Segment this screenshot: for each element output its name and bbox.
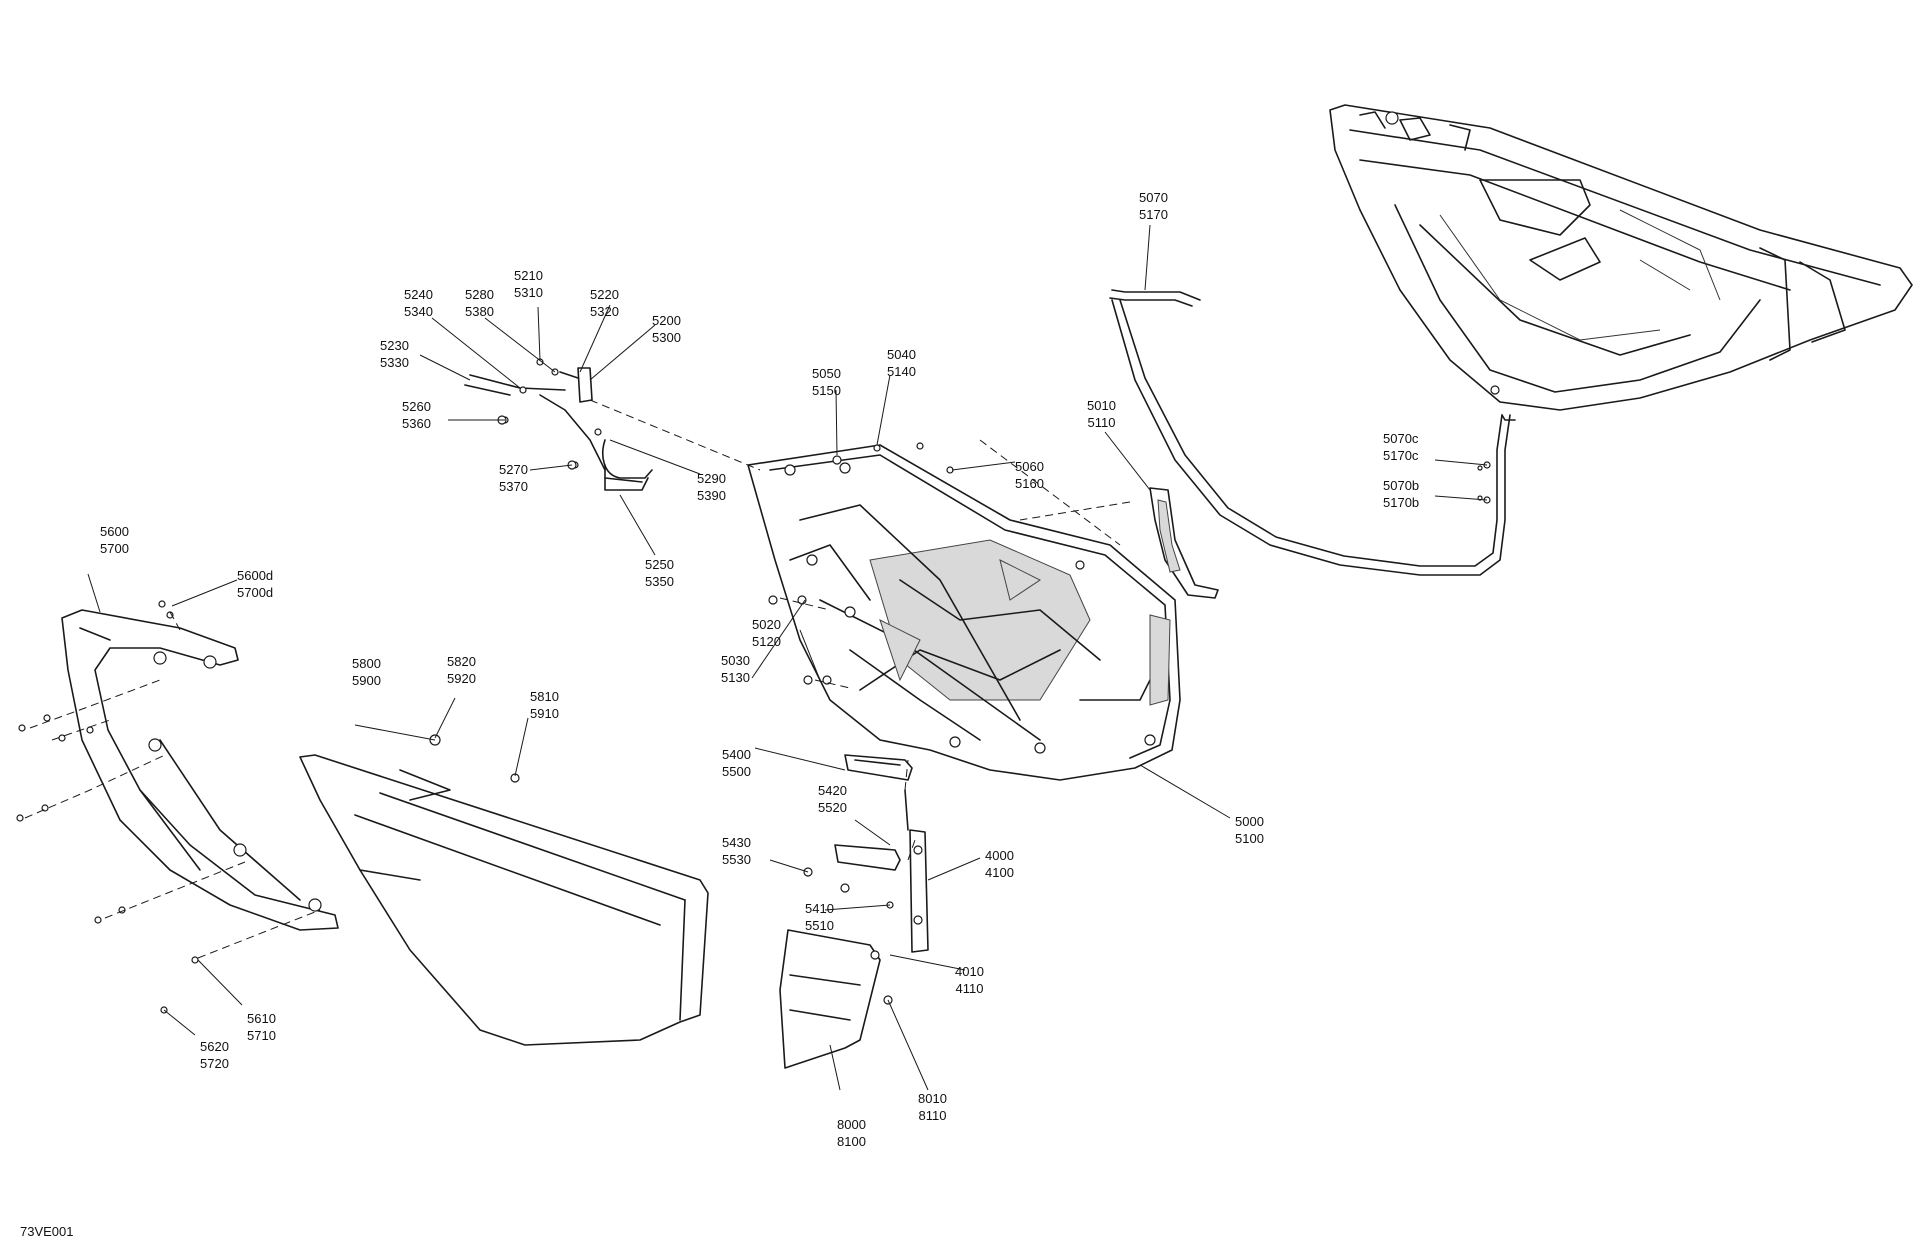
outer-door-shell xyxy=(1329,104,1913,411)
assembly-paths xyxy=(24,399,1131,959)
door-strap xyxy=(602,439,653,491)
lower-side-panel xyxy=(299,754,709,1046)
inner-door-frame xyxy=(747,444,1181,781)
small-cover-panel xyxy=(779,929,881,1069)
fasteners xyxy=(16,415,1491,1014)
door-seal xyxy=(1109,289,1516,576)
hinge-assembly xyxy=(834,754,929,953)
striker-bracket xyxy=(1149,487,1219,599)
diagram-reference-code: 73VE001 xyxy=(20,1224,74,1239)
leader-lines xyxy=(87,224,1488,1091)
lock-mechanism xyxy=(464,358,606,471)
front-trim-panel xyxy=(61,609,339,931)
